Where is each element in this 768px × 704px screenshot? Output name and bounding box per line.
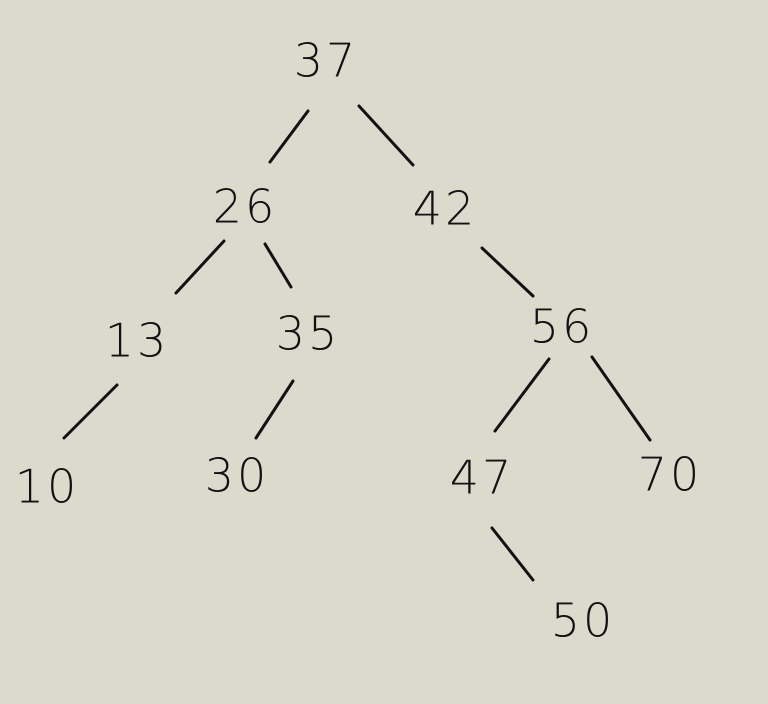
node-35: 35 (276, 307, 341, 361)
node-30: 30 (205, 449, 270, 503)
edge-56-47 (493, 357, 551, 433)
edge-56-70 (590, 355, 652, 442)
node-42: 42 (413, 182, 478, 236)
node-70: 70 (638, 448, 703, 502)
edge-37-42 (357, 104, 415, 167)
edge-47-50 (490, 526, 535, 582)
node-13: 13 (105, 314, 170, 368)
edge-35-30 (254, 379, 295, 440)
tree-edges (62, 104, 652, 582)
node-10: 10 (15, 460, 80, 514)
tree-nodes: 37 26 42 13 35 56 10 30 47 70 50 (15, 34, 703, 648)
node-26: 26 (213, 180, 278, 234)
edge-37-26 (268, 109, 310, 164)
node-37: 37 (294, 34, 359, 88)
node-50: 50 (551, 594, 616, 648)
edge-26-35 (263, 242, 293, 289)
edge-42-56 (480, 246, 535, 298)
node-56: 56 (530, 300, 595, 354)
edge-26-13 (174, 239, 226, 295)
edge-13-10 (62, 383, 119, 440)
node-47: 47 (450, 451, 515, 505)
